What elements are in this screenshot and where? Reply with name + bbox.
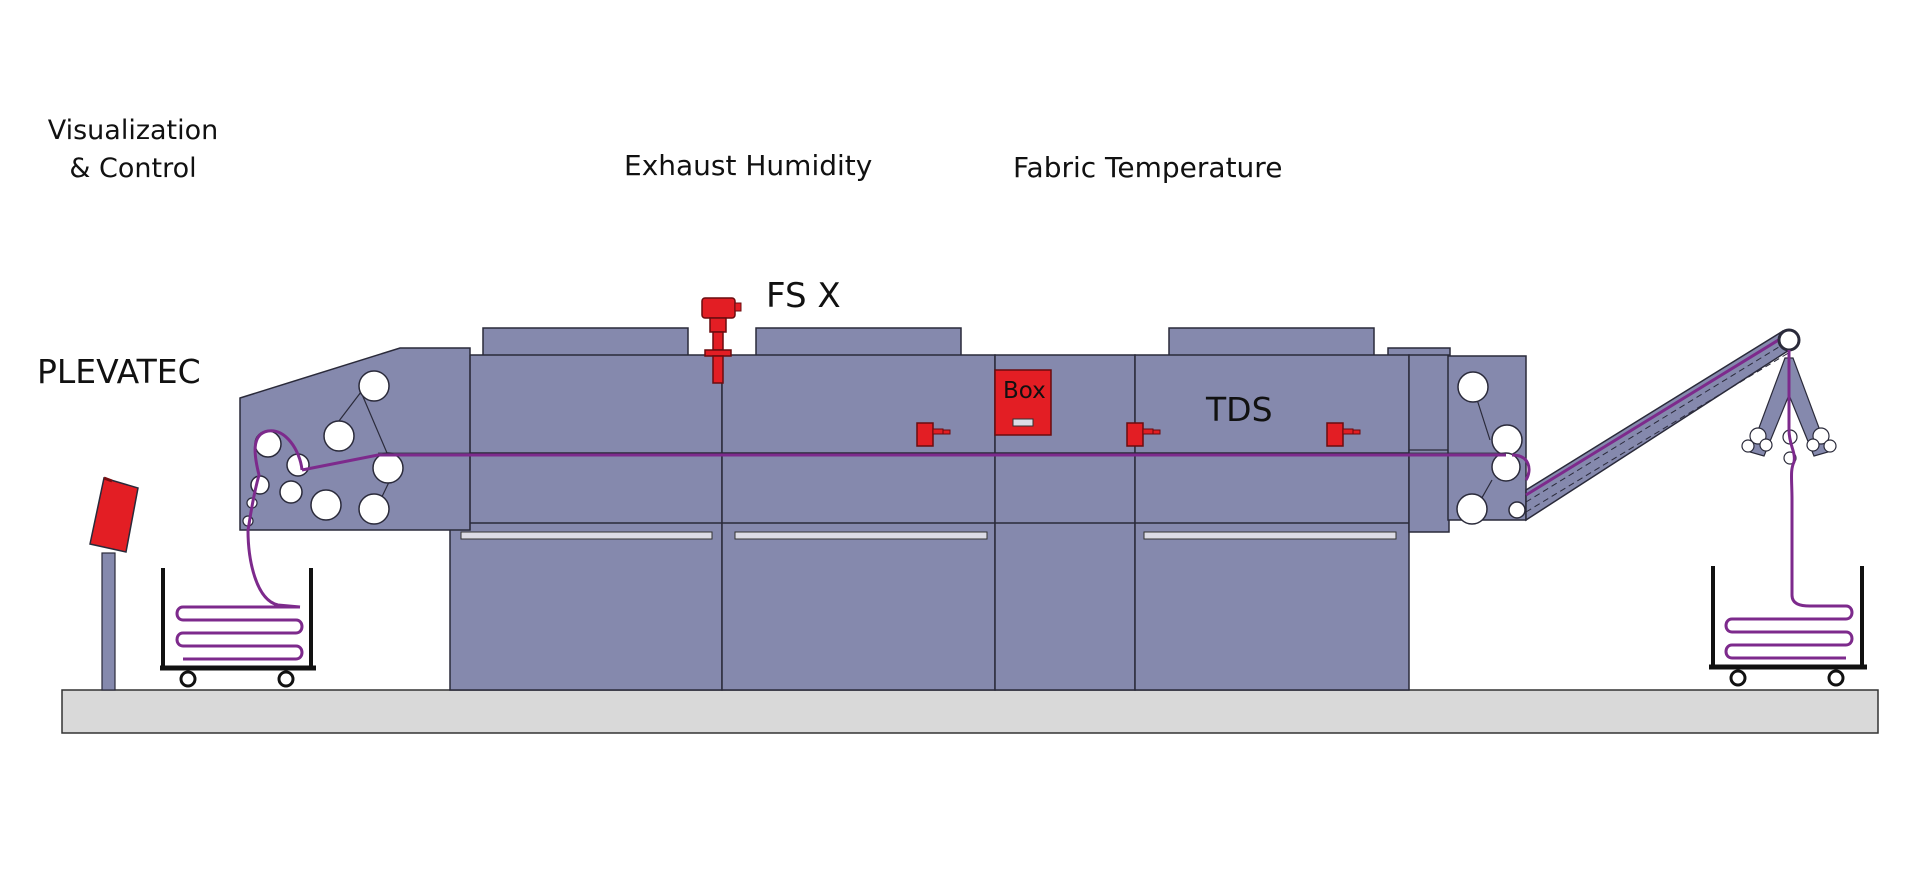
fabric-temperature-label: Fabric Temperature	[1013, 151, 1283, 184]
plevatec-label: PLEVATEC	[37, 352, 201, 391]
temperature-sensor	[1326, 422, 1361, 447]
top-housing-1	[482, 327, 689, 357]
fabric-path-outlet	[1787, 350, 1811, 608]
roller	[1777, 328, 1801, 352]
tds-label: TDS	[1206, 390, 1273, 429]
roller	[1457, 371, 1489, 403]
roller	[1491, 452, 1521, 482]
exhaust-humidity-label: Exhaust Humidity	[624, 149, 873, 182]
fabric-path-inlet	[246, 429, 304, 609]
fabric-stack-right	[1724, 604, 1854, 660]
cart-right	[1709, 566, 1867, 687]
top-housing-3	[1168, 327, 1375, 357]
fabric-stack-left	[175, 605, 304, 661]
floor-base	[61, 689, 1879, 734]
box-label: Box	[1003, 378, 1046, 404]
control-terminal	[89, 476, 139, 691]
output-conveyor	[1525, 330, 1799, 522]
roller	[358, 370, 390, 402]
roller	[323, 420, 355, 452]
roller	[310, 489, 342, 521]
temperature-sensor	[916, 422, 951, 447]
folding-unit	[1741, 357, 1837, 465]
slot-1	[460, 531, 713, 540]
visualization-control-label: Visualization & Control	[38, 112, 228, 188]
slot-3	[1143, 531, 1397, 540]
fsx-label: FS X	[766, 276, 841, 316]
roller	[358, 493, 390, 525]
visualization-label-line2: & Control	[69, 153, 197, 184]
roller	[279, 480, 303, 504]
roller	[1508, 501, 1526, 519]
humidity-sensor-fsx	[701, 297, 742, 384]
fabric-path-main	[301, 453, 1506, 472]
roller	[1491, 424, 1523, 456]
cart-left	[160, 568, 316, 688]
control-box	[994, 369, 1052, 436]
temperature-sensor	[1126, 422, 1161, 447]
roller	[372, 452, 404, 484]
outlet-section	[1408, 354, 1450, 533]
roller	[1456, 493, 1488, 525]
visualization-label-line1: Visualization	[47, 115, 219, 146]
top-housing-2	[755, 327, 962, 357]
slot-2	[734, 531, 988, 540]
